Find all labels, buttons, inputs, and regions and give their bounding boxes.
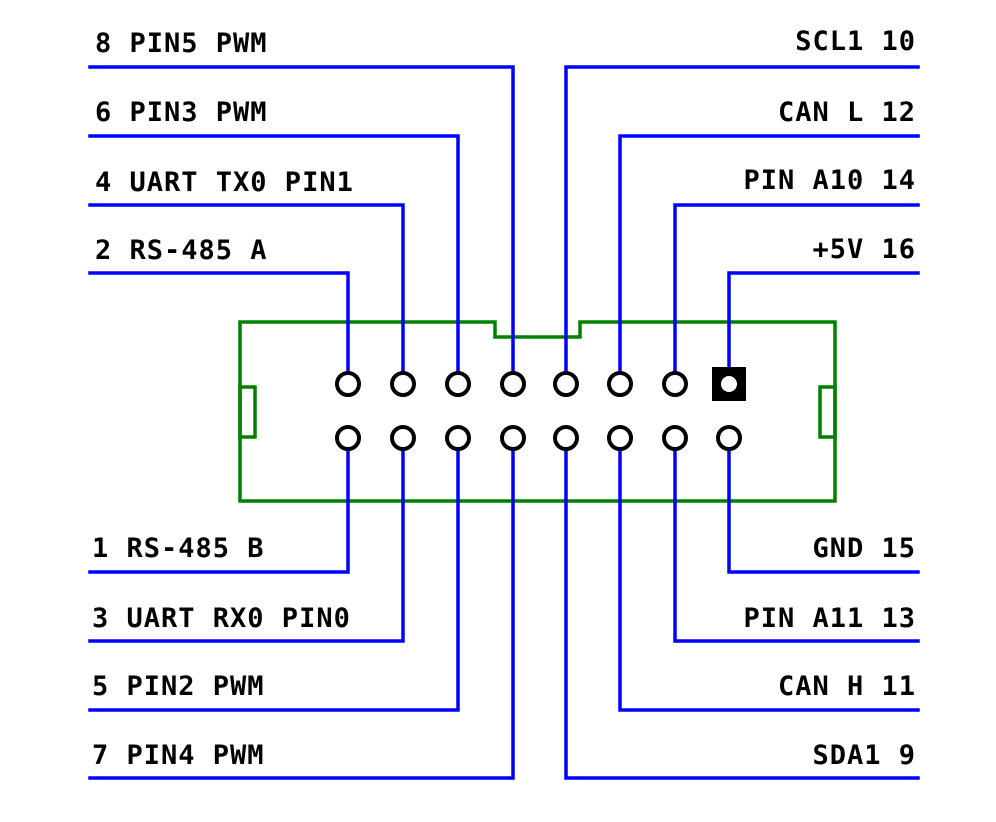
pin-1 (335, 425, 361, 451)
wire-pin10 (564, 65, 920, 386)
connector-housing (238, 320, 837, 503)
pin-16 (717, 372, 741, 396)
label-pin8: 8 PIN5 PWM (95, 28, 268, 59)
label-pin11: CAN H 11 (778, 671, 916, 702)
pin-13 (662, 425, 688, 451)
wire-pin2 (88, 271, 350, 386)
label-pin14: PIN A10 14 (743, 165, 916, 196)
wire-pin14 (673, 203, 920, 386)
pin-6 (445, 371, 471, 397)
wire-pin1 (88, 436, 350, 574)
label-pin16: +5V 16 (812, 234, 916, 265)
right-latch (818, 385, 837, 439)
pin-12 (607, 371, 633, 397)
wire-pin12 (618, 134, 920, 386)
pin-9 (553, 425, 579, 451)
pin-8 (500, 371, 526, 397)
wire-pin7 (88, 436, 515, 780)
label-pin9: SDA1 9 (812, 740, 916, 771)
wire-pin9 (564, 436, 920, 780)
label-pin4: 4 UART TX0 PIN1 (95, 167, 354, 198)
pin-14 (662, 371, 688, 397)
pin-5 (445, 425, 471, 451)
label-pin6: 6 PIN3 PWM (95, 97, 268, 128)
pin-15 (716, 425, 742, 451)
label-pin15: GND 15 (812, 533, 916, 564)
pin-11 (607, 425, 633, 451)
wire-pin11 (618, 436, 920, 712)
label-pin10: SCL1 10 (795, 26, 916, 57)
wire-pin15 (727, 436, 920, 574)
label-pin2: 2 RS-485 A (95, 235, 268, 266)
pin-2 (335, 371, 361, 397)
label-pin13: PIN A11 13 (743, 603, 916, 634)
wire-pin6 (88, 134, 460, 386)
wire-pin16 (727, 271, 920, 386)
pin-10 (553, 371, 579, 397)
pin-7 (500, 425, 526, 451)
wire-pin5 (88, 436, 460, 712)
label-pin7: 7 PIN4 PWM (92, 740, 265, 771)
wire-pin13 (673, 436, 920, 643)
pin-4 (390, 371, 416, 397)
label-pin12: CAN L 12 (778, 97, 916, 128)
label-pin5: 5 PIN2 PWM (92, 671, 265, 702)
pin-3 (390, 425, 416, 451)
left-latch (238, 385, 257, 439)
wire-pin3 (88, 436, 405, 643)
label-pin3: 3 UART RX0 PIN0 (92, 603, 351, 634)
label-pin1: 1 RS-485 B (92, 533, 265, 564)
wire-pin8 (88, 65, 515, 386)
wire-pin4 (88, 203, 405, 386)
